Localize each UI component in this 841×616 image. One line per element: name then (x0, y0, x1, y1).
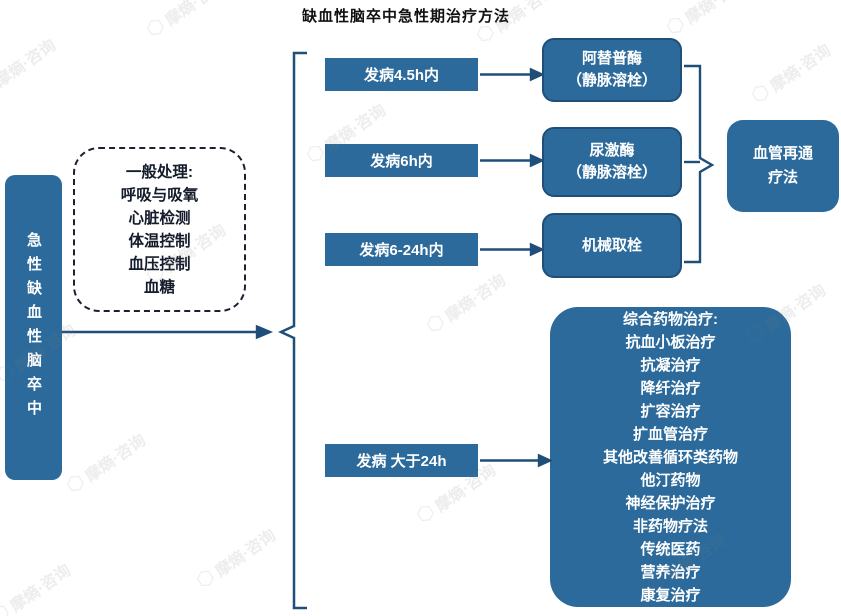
comprehensive-item: 其他改善循环类药物 (602, 448, 738, 466)
right-brace (684, 64, 715, 264)
arrow-2-head (529, 153, 545, 168)
watermark: ⬡摩熵·咨询 (421, 266, 510, 339)
general-care-line: 血糖 (143, 278, 175, 296)
node-onset-within-6h: 发病6h内 (325, 144, 478, 177)
node-urokinase: 尿激酶 （静脉溶栓） (542, 127, 682, 197)
comprehensive-item: 营养治疗 (640, 563, 701, 581)
comprehensive-item: 康复治疗 (640, 586, 701, 604)
general-care-line: 呼吸与吸氧 (120, 186, 199, 204)
general-care-line: 血压控制 (128, 255, 191, 273)
node-alteplase-line2: （静脉溶栓） (566, 72, 657, 89)
watermark: ⬡摩熵·咨询 (0, 556, 75, 616)
comprehensive-item: 抗凝治疗 (640, 356, 701, 374)
comprehensive-heading: 综合药物治疗: (623, 310, 718, 328)
watermark-logo-icon: ⬡ (412, 499, 440, 528)
node-onset-6-24h: 发病6-24h内 (325, 233, 478, 266)
watermark: ⬡摩熵·咨询 (746, 36, 835, 109)
watermark-text: 摩熵·咨询 (7, 561, 74, 616)
node-acute-ischemic-stroke-label: 急性缺血性脑卒中 (25, 231, 42, 424)
watermark-text: 摩熵·咨询 (212, 526, 279, 581)
node-vascular-recanalization-line2: 疗法 (767, 169, 798, 186)
node-acute-ischemic-stroke: 急性缺血性脑卒中 (5, 175, 62, 480)
node-comprehensive-drug-therapy: 综合药物治疗: 抗血小板治疗 抗凝治疗 降纤治疗 扩容治疗 扩血管治疗 其他改善… (550, 307, 791, 607)
comprehensive-item: 降纤治疗 (640, 379, 701, 397)
node-onset-6-24h-label: 发病6-24h内 (359, 242, 444, 259)
general-care-heading: 一般处理: (125, 163, 194, 181)
node-alteplase: 阿替普酶 （静脉溶栓） (542, 38, 682, 102)
watermark-logo-icon: ⬡ (422, 309, 450, 338)
watermark-text: 摩熵·咨询 (82, 431, 149, 486)
node-vascular-recanalization: 血管再通 疗法 (727, 120, 839, 212)
comprehensive-item: 扩血管治疗 (632, 425, 708, 443)
node-alteplase-line1: 阿替普酶 (581, 50, 642, 67)
left-brace (278, 51, 307, 610)
watermark-text: 摩熵·咨询 (442, 271, 509, 326)
node-mechanical-thrombectomy: 机械取栓 (542, 213, 682, 278)
comprehensive-item: 神经保护治疗 (625, 494, 716, 512)
watermark-logo-icon: ⬡ (747, 79, 775, 108)
watermark-text: 摩熵·咨询 (0, 36, 59, 91)
node-mechanical-thrombectomy-label: 机械取栓 (581, 236, 642, 254)
node-vascular-recanalization-line1: 血管再通 (752, 145, 813, 162)
node-urokinase-line2: （静脉溶栓） (566, 164, 657, 181)
watermark: ⬡摩熵·咨询 (0, 31, 60, 104)
arrow-main-head (255, 324, 274, 340)
diagram-title: 缺血性脑卒中急性期治疗方法 (301, 8, 510, 25)
watermark-logo-icon: ⬡ (62, 469, 90, 498)
comprehensive-item: 传统医药 (640, 540, 701, 558)
comprehensive-item: 他汀药物 (640, 471, 701, 489)
watermark-logo-icon: ⬡ (0, 599, 15, 616)
node-onset-within-4-5h: 发病4.5h内 (325, 58, 478, 91)
comprehensive-item: 扩容治疗 (640, 402, 701, 420)
node-general-care: 一般处理: 呼吸与吸氧 心脏检测 体温控制 血压控制 血糖 (73, 147, 246, 312)
watermark-logo-icon: ⬡ (192, 564, 220, 593)
arrow-3-head (529, 242, 545, 257)
watermark: ⬡摩熵·咨询 (61, 426, 150, 499)
node-onset-over-24h-label: 发病 大于24h (356, 453, 447, 470)
watermark-text: 摩熵·咨询 (767, 41, 834, 96)
arrow-1-head (529, 67, 545, 82)
node-urokinase-line1: 尿激酶 (589, 142, 635, 159)
general-care-line: 心脏检测 (128, 209, 191, 227)
node-onset-within-6h-label: 发病6h内 (370, 153, 433, 170)
arrow-4-head (537, 453, 553, 468)
general-care-line: 体温控制 (128, 232, 191, 250)
comprehensive-item: 抗血小板治疗 (625, 333, 716, 351)
comprehensive-item: 非药物疗法 (632, 517, 708, 535)
watermark: ⬡摩熵·咨询 (191, 521, 280, 594)
node-onset-within-4-5h-label: 发病4.5h内 (363, 67, 439, 84)
node-onset-over-24h: 发病 大于24h (325, 444, 478, 477)
